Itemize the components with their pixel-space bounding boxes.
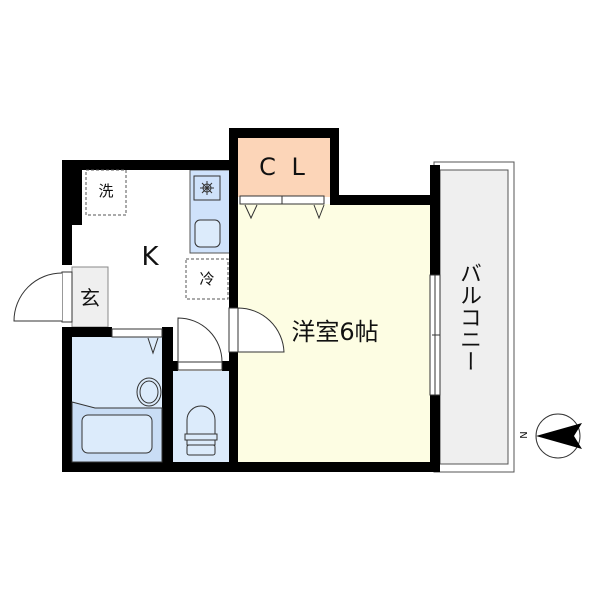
- washer-space: [85, 169, 127, 216]
- closet-doors[interactable]: [239, 195, 325, 220]
- entrance-label: 玄: [80, 286, 100, 310]
- toilet-icon: [184, 405, 218, 456]
- washer-label: 洗: [98, 182, 114, 200]
- compass-icon: [535, 413, 582, 459]
- kitchen-label: K: [141, 242, 159, 272]
- balcony-window[interactable]: [429, 274, 441, 396]
- sink-icon: [194, 219, 221, 248]
- fridge-label: 冷: [199, 270, 215, 288]
- stove-burner-icon: [193, 175, 221, 201]
- bathtub-icon: [81, 414, 153, 454]
- entrance-door[interactable]: [13, 271, 73, 323]
- fridge-space: [185, 258, 229, 300]
- compass-north-label: N: [519, 431, 530, 439]
- western-room-door[interactable]: [228, 307, 285, 353]
- balcony-area: [439, 169, 509, 465]
- burner-glyph: [200, 181, 214, 195]
- entrance-area: [71, 266, 109, 328]
- bath-fixtures: [71, 377, 163, 463]
- walls: [62, 128, 440, 472]
- balcony-label: バルコニー: [456, 262, 481, 372]
- bathroom-door[interactable]: [111, 328, 163, 355]
- western-room-label: 洋室6帖: [291, 318, 379, 346]
- toilet-door[interactable]: [177, 317, 223, 371]
- closet-label: C L: [259, 153, 309, 181]
- closet-area: [238, 137, 330, 197]
